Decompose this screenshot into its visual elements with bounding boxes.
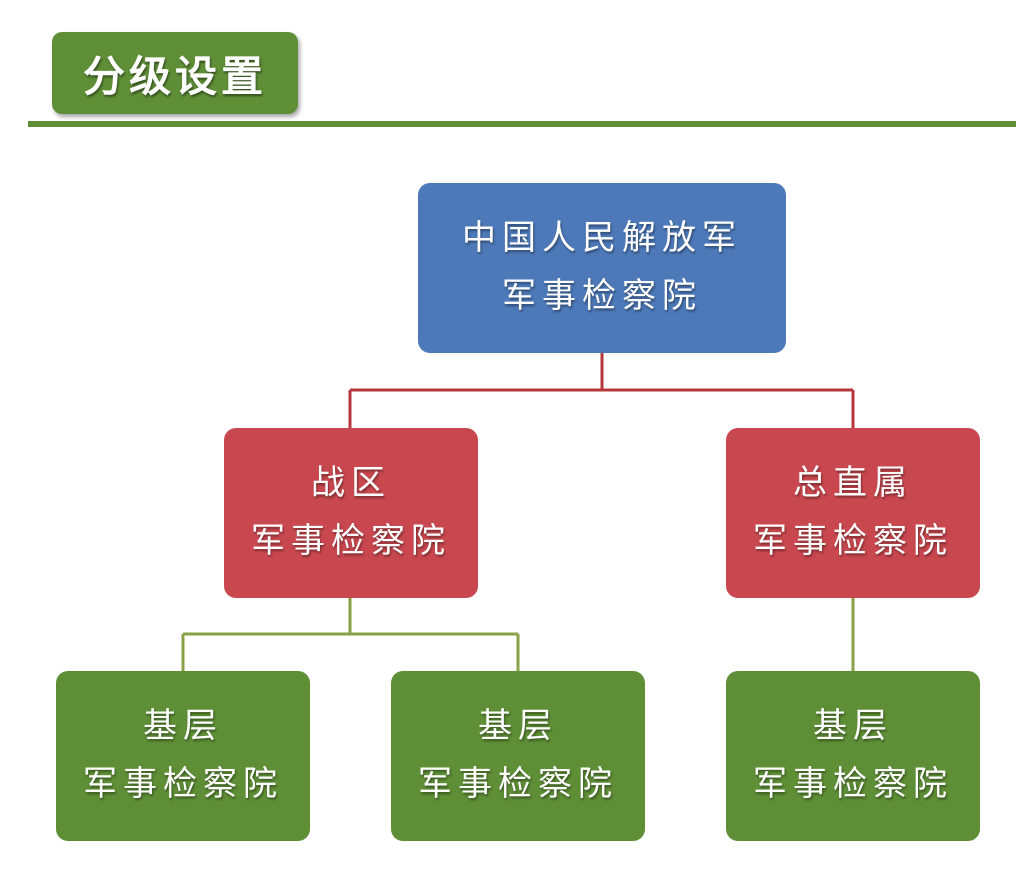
- section-title-tab: 分级设置: [52, 32, 298, 114]
- node-label-line2: 军事检察院: [753, 521, 953, 561]
- node-label-line1: 总直属: [793, 463, 913, 504]
- node-label-line2: 军事检察院: [251, 521, 451, 561]
- node-base-procuratorate-3: 基层 军事检察院: [726, 671, 980, 841]
- node-base-procuratorate-2: 基层 军事检察院: [391, 671, 645, 841]
- node-label-line1: 基层: [143, 706, 223, 747]
- title-divider: [28, 121, 1016, 127]
- node-label-line1: 战区: [311, 463, 391, 504]
- node-label-line1: 基层: [478, 706, 558, 747]
- node-label-line2: 军事检察院: [502, 276, 702, 316]
- node-label-line2: 军事检察院: [753, 764, 953, 804]
- node-theater-procuratorate: 战区 军事检察院: [224, 428, 478, 598]
- node-label-line1: 中国人民解放军: [462, 218, 742, 259]
- node-label-line2: 军事检察院: [418, 764, 618, 804]
- node-base-procuratorate-1: 基层 军事检察院: [56, 671, 310, 841]
- node-label-line2: 军事检察院: [83, 764, 283, 804]
- node-directly-affiliated-procuratorate: 总直属 军事检察院: [726, 428, 980, 598]
- section-title: 分级设置: [82, 51, 267, 101]
- node-pla-military-procuratorate: 中国人民解放军 军事检察院: [418, 183, 786, 353]
- node-label-line1: 基层: [813, 706, 893, 747]
